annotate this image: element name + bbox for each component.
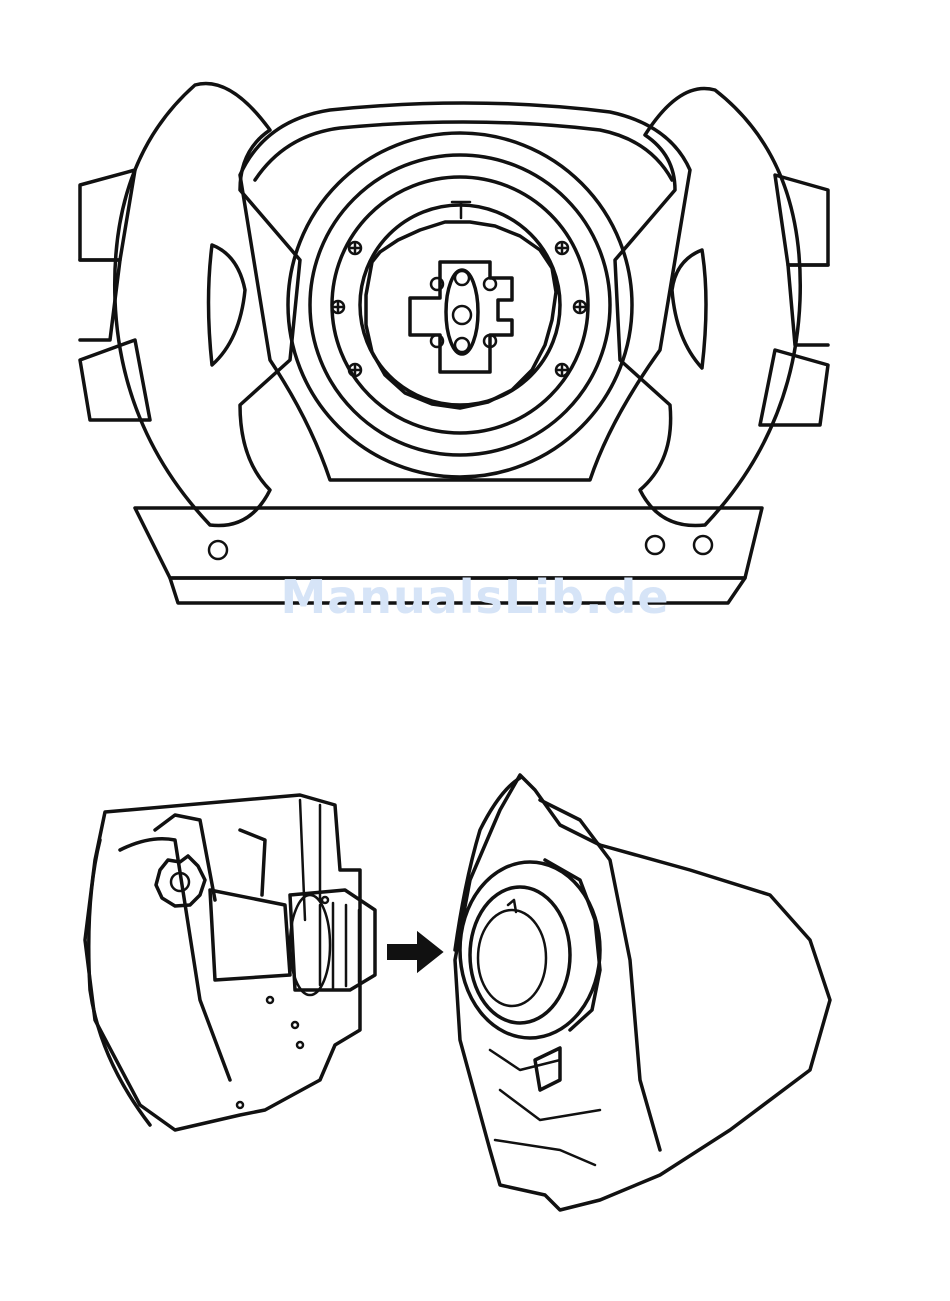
arrow-right-icon — [388, 933, 442, 971]
wheel-side-view — [85, 795, 375, 1130]
wheel-base — [455, 775, 830, 1210]
